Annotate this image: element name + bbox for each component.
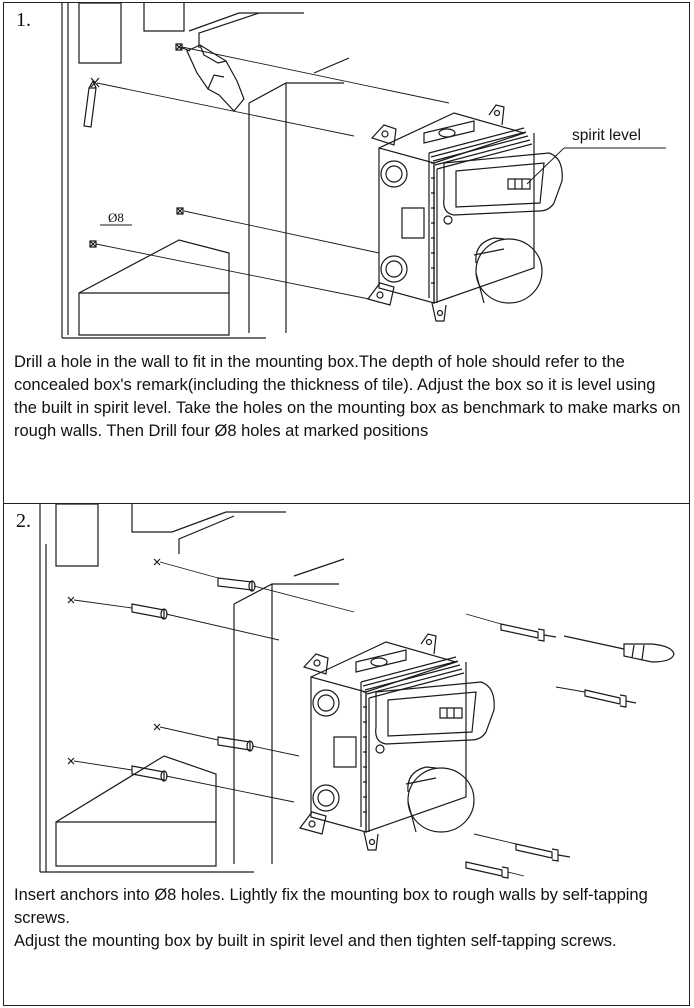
drilling-illustration (4, 3, 689, 348)
self-tapping-screw-icons (466, 624, 636, 878)
alignment-lines (74, 562, 354, 802)
anchoring-illustration (4, 504, 689, 879)
spirit-level-label: spirit level (572, 127, 641, 144)
wall-anchor-icons (132, 578, 255, 781)
drill-icon (180, 45, 244, 111)
step-1-panel: 1. (3, 2, 690, 504)
alignment-lines (96, 47, 449, 299)
step-2-text-line2: Adjust the mounting box by built in spir… (14, 932, 617, 950)
pencil-icon (84, 81, 96, 127)
step-2-caption: Insert anchors into Ø8 holes. Lightly fi… (14, 884, 681, 953)
rough-wall (62, 3, 349, 338)
screw-guide-lines (466, 614, 585, 876)
hole-markers (68, 559, 160, 764)
hole-markers (90, 44, 183, 247)
step-2-panel: 2. (3, 504, 690, 1006)
screwdriver-icon (564, 636, 674, 662)
hole-diameter-label: Ø8 (108, 210, 124, 225)
step-2-text-line1: Insert anchors into Ø8 holes. Lightly fi… (14, 886, 648, 927)
rough-wall (40, 504, 344, 872)
step-1-caption: Drill a hole in the wall to fit in the m… (14, 351, 681, 443)
mounting-box (368, 105, 562, 321)
step-number: 1. (16, 9, 31, 31)
mounting-box (300, 634, 494, 850)
step-1-text: Drill a hole in the wall to fit in the m… (14, 353, 681, 440)
step-number: 2. (16, 510, 31, 532)
